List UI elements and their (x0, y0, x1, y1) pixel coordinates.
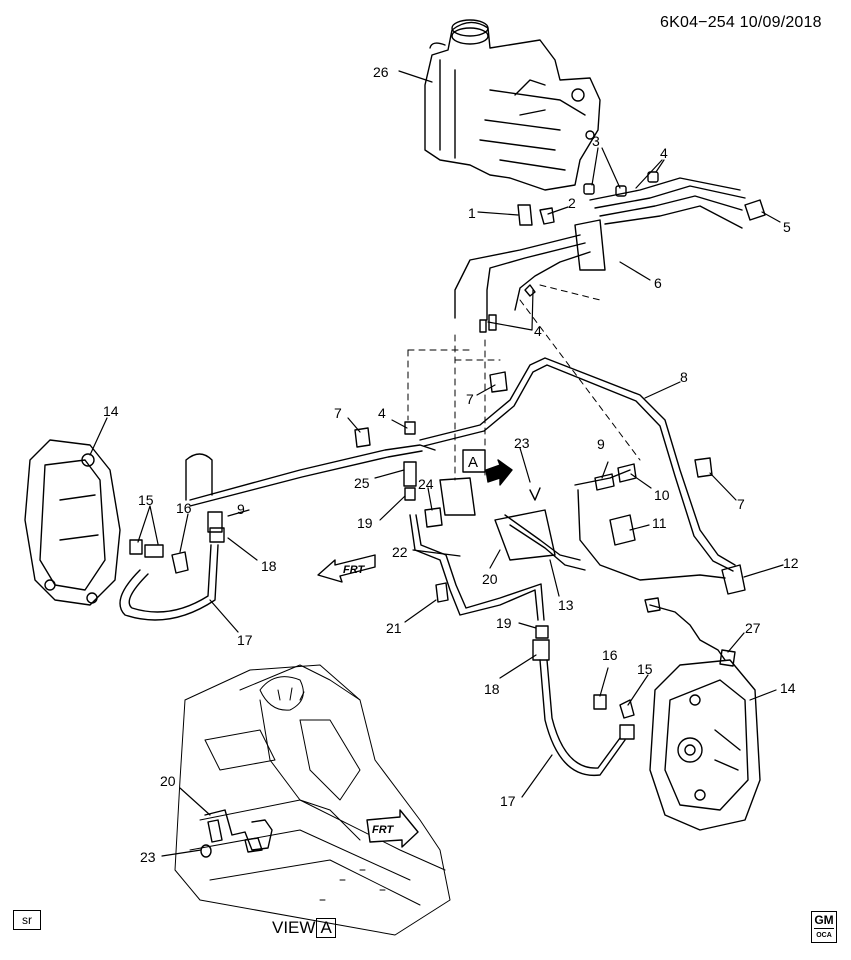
illustration-code: 6K04−254 10/09/2018 (660, 14, 822, 31)
callout-12: 12 (783, 555, 799, 571)
left-caliper (24, 439, 121, 606)
callout-20: 20 (482, 571, 498, 587)
frt-label-main: FRT (343, 564, 365, 576)
callout-23-inset: 23 (140, 849, 156, 865)
gm-logo: GM OCA (811, 911, 837, 943)
callout-10: 10 (654, 487, 670, 503)
callout-18-right: 18 (484, 681, 500, 697)
wheel-speed-sensor-harness (644, 597, 736, 667)
callout-11: 11 (652, 515, 667, 531)
callout-7-upper: 7 (466, 391, 474, 407)
callout-18-left: 18 (261, 558, 277, 574)
callout-20-inset: 20 (160, 773, 176, 789)
callout-numbers: 1 2 3 4 5 6 4 8 7 7 4 14 23 9 10 7 25 24… (103, 64, 799, 865)
gm-logo-text: GM (814, 913, 834, 927)
frt-arrow-inset (366, 809, 419, 848)
frt-arrow-main (317, 554, 376, 583)
callout-24: 24 (418, 476, 434, 492)
view-ref-letter: A (468, 454, 478, 471)
right-caliper (649, 659, 761, 831)
callout-14-left: 14 (103, 403, 119, 419)
callout-4-mid: 4 (534, 323, 542, 339)
callout-4-left: 4 (378, 405, 386, 421)
callout-1: 1 (468, 205, 476, 221)
inset-view-a (174, 664, 451, 936)
callout-26: 26 (373, 64, 389, 80)
callout-9-right: 9 (597, 436, 605, 452)
gm-logo-sub: OCA (814, 928, 834, 942)
brake-modulator-assembly (424, 19, 601, 191)
callout-19-right: 19 (496, 615, 512, 631)
callout-7-left: 7 (334, 405, 342, 421)
callout-25: 25 (354, 475, 370, 491)
callout-23: 23 (514, 435, 530, 451)
right-brake-hose (532, 625, 635, 777)
callout-2: 2 (568, 195, 576, 211)
view-letter-box: A (316, 918, 336, 938)
callout-14-right: 14 (780, 680, 796, 696)
callout-22: 22 (392, 544, 408, 560)
callout-27: 27 (745, 620, 761, 636)
callout-16-right: 16 (602, 647, 618, 663)
callout-leaders (89, 70, 784, 857)
callout-21: 21 (386, 620, 402, 636)
callout-17-right: 17 (500, 793, 516, 809)
view-a-marker (462, 449, 513, 486)
callout-15-left: 15 (138, 492, 154, 508)
middle-brake-lines (185, 357, 746, 621)
callout-6: 6 (654, 275, 662, 291)
callout-4-top: 4 (660, 145, 668, 161)
callout-19-left: 19 (357, 515, 373, 531)
callout-8: 8 (680, 369, 688, 385)
callout-16-left: 16 (176, 500, 192, 516)
callout-9-left: 9 (237, 501, 245, 517)
left-brake-hose (119, 511, 225, 621)
sr-badge: sr (13, 910, 41, 930)
callout-17-left: 17 (237, 632, 253, 648)
callout-3: 3 (592, 133, 600, 149)
inset-bracket (200, 809, 273, 858)
upper-brake-lines (454, 171, 766, 333)
callout-15-right: 15 (637, 661, 653, 677)
callout-7-right: 7 (737, 496, 745, 512)
callout-5: 5 (783, 219, 791, 235)
frt-label-inset: FRT (372, 824, 394, 836)
view-word: VIEW (272, 918, 316, 937)
callout-13: 13 (558, 597, 574, 613)
